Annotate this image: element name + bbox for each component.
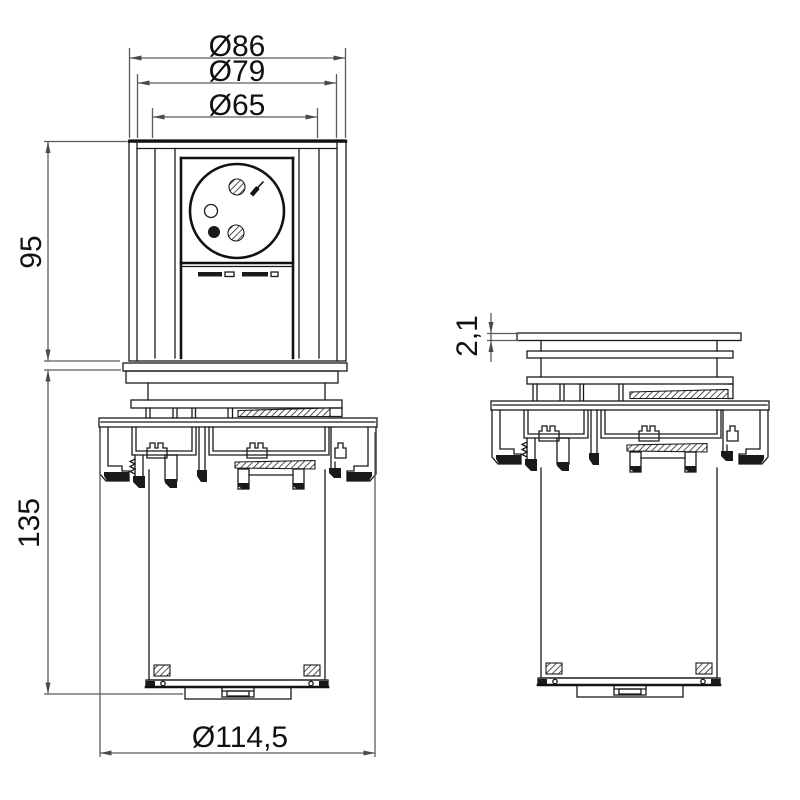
dim-diameter-79: Ø79	[136, 55, 338, 138]
dim-diameter-114-5: Ø114,5	[99, 432, 376, 757]
side-view-retracted	[491, 332, 769, 699]
socket-slot-bottom	[227, 224, 245, 242]
socket-face	[179, 156, 295, 360]
lower-body-front	[144, 468, 330, 701]
socket-pen-mark	[249, 180, 265, 197]
dim-label-86: Ø86	[209, 30, 266, 63]
dim-label-2-1: 2,1	[451, 315, 484, 357]
dim-label-65: Ø65	[209, 89, 266, 122]
dim-diameter-65: Ø65	[151, 89, 319, 138]
dim-label-135: 135	[13, 498, 46, 548]
mounting-clamp-front	[99, 418, 377, 489]
dim-height-95: 95	[15, 140, 127, 362]
lid-and-ring-stack	[516, 332, 742, 401]
dim-label-79: Ø79	[209, 55, 266, 88]
dim-label-95: 95	[15, 235, 48, 268]
socket-slot-top	[228, 178, 246, 196]
dim-thickness-2-1: 2,1	[451, 313, 519, 362]
front-view-extended	[99, 139, 377, 701]
dim-height-135: 135	[13, 369, 183, 695]
vent-slots	[198, 271, 279, 278]
socket-pin-filled	[208, 226, 220, 238]
lower-body-side	[536, 466, 722, 699]
socket-circle	[188, 162, 286, 260]
flange-stack	[122, 362, 348, 419]
socket-hole-open	[203, 203, 219, 219]
mounting-clamp-side	[491, 401, 769, 472]
dim-label-114-5: Ø114,5	[192, 721, 288, 754]
dim-diameter-86: Ø86	[128, 30, 347, 138]
tower-outline	[127, 139, 348, 362]
